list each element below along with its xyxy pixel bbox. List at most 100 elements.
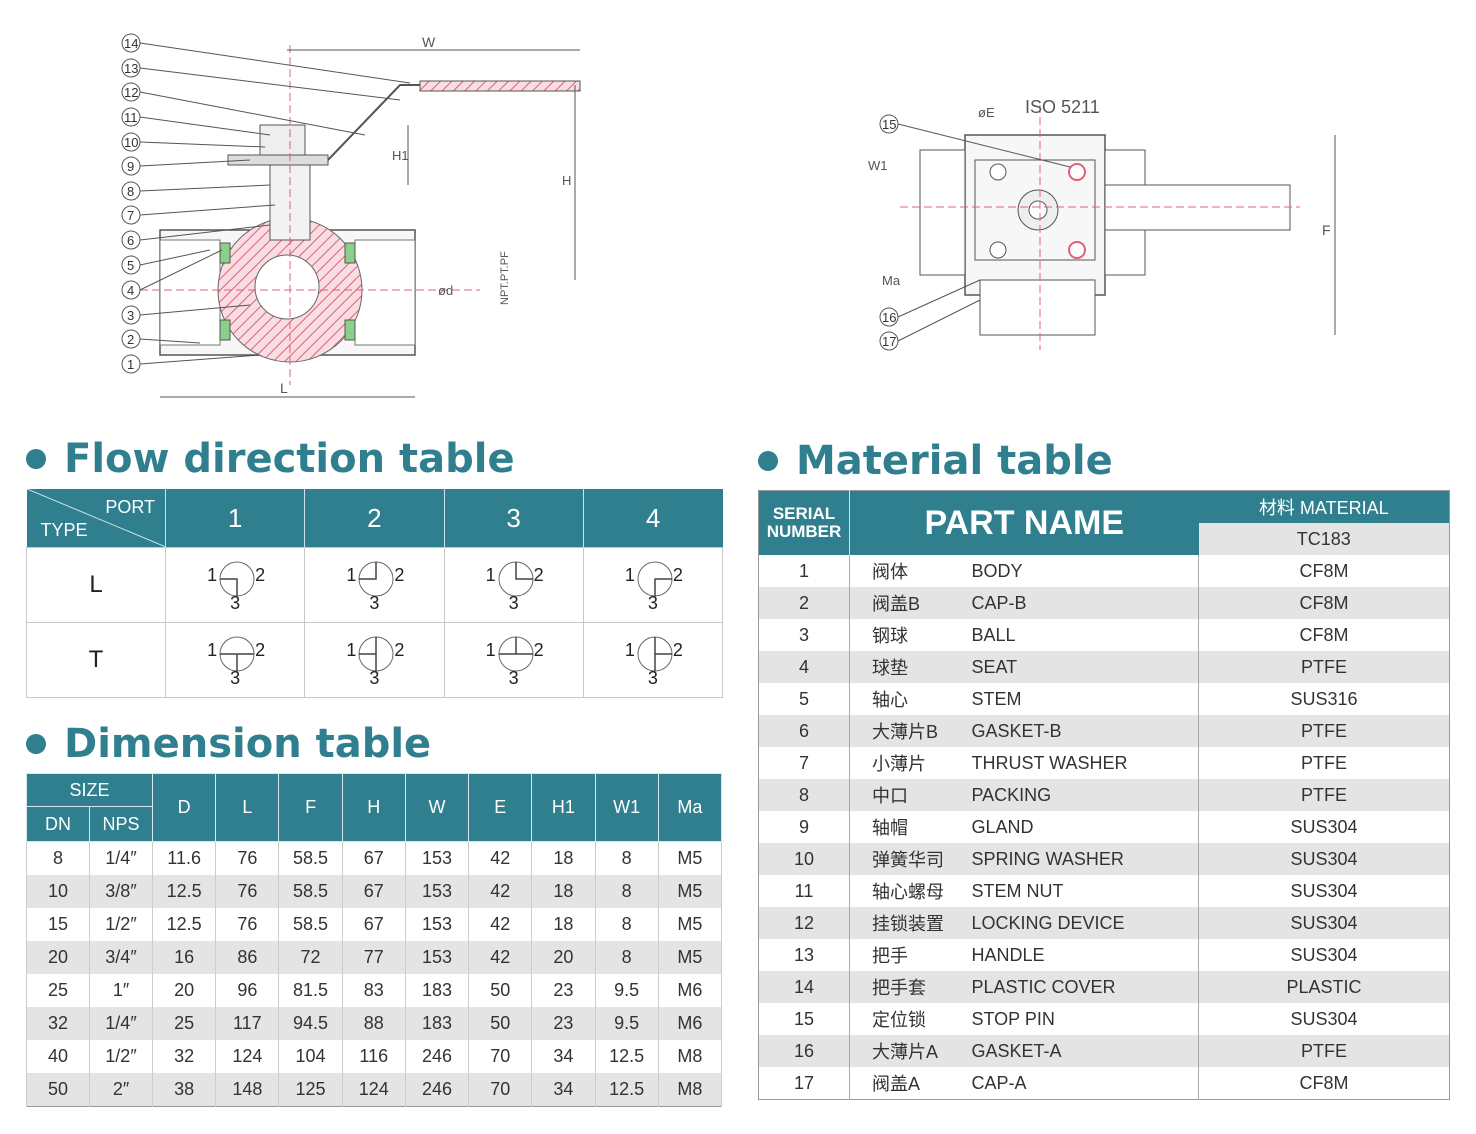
dimension-cell: 58.5	[278, 841, 343, 875]
sym-n3: 3	[230, 592, 241, 613]
dimension-cell: 1/4″	[88, 1007, 154, 1040]
dimension-cell: 153	[404, 841, 470, 875]
part-name-cn-cell: 大薄片A	[849, 1035, 972, 1067]
diagonal-line-icon	[26, 489, 166, 547]
dim-ma-label: Ma	[882, 273, 901, 288]
part-name-en-cell: THRUST WASHER	[971, 752, 1128, 773]
dimension-cell: 40	[26, 1040, 90, 1073]
dimension-cell: 32	[26, 1007, 90, 1040]
dimension-cell: 12.5	[152, 875, 217, 908]
dimension-cell: 9.5	[594, 1007, 659, 1040]
serial-number-cell: 11	[758, 875, 850, 907]
part-name-en-cell: SPRING WASHER	[971, 843, 1199, 875]
sym-n1: 1	[624, 564, 635, 585]
material-cell: SUS304	[1198, 811, 1450, 843]
part-name-en-cell: SEAT	[971, 651, 1199, 683]
col-header: NPS	[88, 806, 154, 842]
material-cell: SUS304	[1198, 939, 1450, 971]
dim-l-label: L	[280, 380, 288, 396]
sym-n3: 3	[369, 592, 380, 613]
part-name-cn-cell: 钢球	[872, 626, 908, 646]
part-name-en-cell: STOP PIN	[971, 1008, 1055, 1029]
callout: 6	[127, 233, 134, 248]
port-header: 3	[443, 489, 584, 548]
dimension-cell: 1/2″	[88, 1040, 154, 1073]
serial-number-cell: 8	[758, 779, 850, 811]
dimension-cell: 18	[531, 841, 596, 875]
dimension-cell: 1″	[88, 974, 154, 1007]
material-sub-header: TC183	[1198, 523, 1450, 555]
material-cell: CF8M	[1198, 555, 1450, 587]
flow-l-icon	[219, 561, 255, 596]
dimension-cell: 153	[404, 908, 470, 941]
dimension-cell: 18	[531, 875, 596, 908]
callout: 4	[127, 283, 134, 298]
dimension-cell: 3/4″	[88, 941, 154, 974]
dimension-cell: 67	[341, 908, 406, 941]
col-header: E	[468, 773, 533, 842]
serial-number-cell: 13	[758, 939, 850, 971]
callout: 8	[127, 184, 134, 199]
dimension-cell: 50	[26, 1073, 90, 1107]
dimension-cell: 25	[26, 974, 90, 1007]
dimension-cell: 246	[404, 1073, 470, 1107]
dimension-cell: 88	[341, 1007, 406, 1040]
port-label: PORT	[105, 497, 155, 517]
callout: 1	[127, 357, 134, 372]
dim-port-label: NPT.PT.PF	[499, 251, 511, 305]
material-table: SERIAL NUMBER PART NAME 材料 MATERIAL TC18…	[758, 490, 1450, 1100]
serial-number-cell: 3	[758, 619, 850, 651]
part-name-en-cell: CAP-B	[971, 587, 1199, 619]
part-name-en-cell: GLAND	[971, 816, 1034, 837]
dimension-cell: 8	[26, 841, 90, 875]
serial-number-cell: 17	[758, 1067, 850, 1100]
material-cell: SUS304	[1198, 843, 1450, 875]
flow-t-icon	[498, 636, 534, 671]
serial-number-cell: 2	[758, 587, 850, 619]
dimension-cell: 11.6	[152, 841, 217, 875]
dimension-cell: 9.5	[594, 974, 659, 1007]
dimension-cell: 58.5	[278, 875, 343, 908]
type-label: TYPE	[40, 520, 88, 540]
col-header: L	[215, 773, 280, 842]
sym-n3: 3	[647, 667, 658, 688]
part-name-en-cell: STEM NUT	[971, 880, 1064, 901]
port-header: 1	[164, 489, 305, 548]
serial-number-cell: 6	[758, 715, 850, 747]
sym-n1: 1	[485, 564, 496, 585]
part-name-en-cell: GASKET-B	[971, 715, 1199, 747]
size-header: SIZE	[25, 773, 154, 807]
dimension-cell: 58.5	[278, 908, 343, 941]
dimension-cell: 183	[404, 974, 470, 1007]
flow-table-title: Flow direction table	[26, 436, 515, 482]
material-cell: PTFE	[1198, 747, 1450, 779]
dimension-cell: 81.5	[278, 974, 343, 1007]
sym-n3: 3	[508, 592, 519, 613]
sym-n2: 2	[394, 639, 405, 660]
dimension-cell: 70	[468, 1073, 533, 1107]
sym-n2: 2	[533, 564, 544, 585]
dimension-cell: 148	[215, 1073, 280, 1107]
dim-d-label: ød	[438, 283, 453, 298]
flow-l-icon	[498, 561, 534, 596]
bullet-icon	[26, 449, 46, 469]
flow-type-cell: T	[26, 622, 166, 698]
serial-header-line1: SERIAL	[772, 504, 836, 523]
dimension-cell: 34	[531, 1040, 596, 1073]
